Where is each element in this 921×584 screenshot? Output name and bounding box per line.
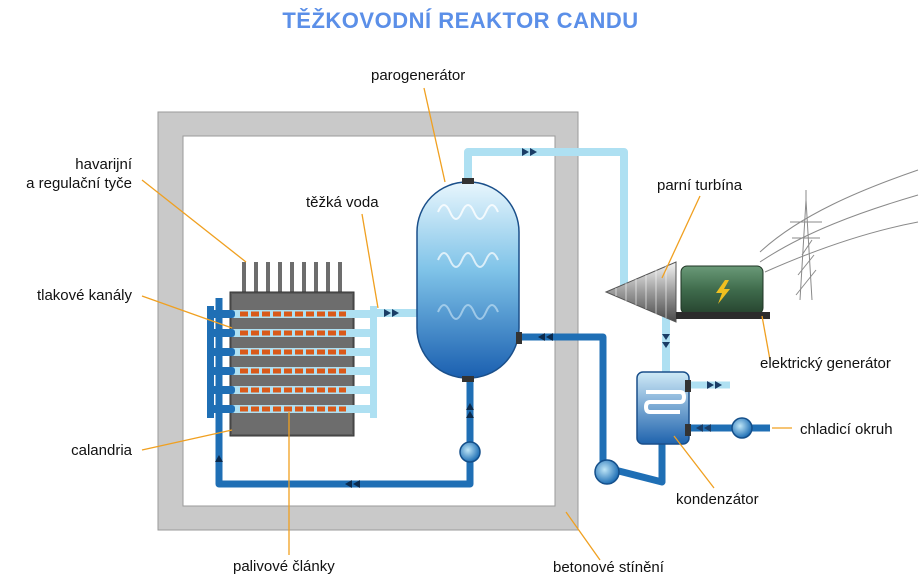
- primary-pump-icon: [459, 441, 481, 463]
- label-tezka-voda: těžká voda: [306, 194, 379, 211]
- diagram-title: TĚŽKOVODNÍ REAKTOR CANDU: [282, 8, 639, 33]
- electric-generator: [676, 265, 770, 319]
- label-parni-turbina: parní turbína: [657, 177, 743, 194]
- steam-generator: [416, 178, 522, 382]
- cooling-pump-icon: [731, 417, 753, 439]
- pressure-tubes: [207, 306, 377, 418]
- leader-lines: [141, 87, 792, 561]
- pressure-tube-row: [207, 310, 377, 318]
- label-tlakove-kanaly: tlakové kanály: [36, 287, 132, 304]
- label-palivove-clanky: palivové články: [233, 558, 335, 575]
- label-betonove-stineni: betonové stínění: [553, 559, 664, 576]
- label-elektricky-generator: elektrický generátor: [760, 355, 891, 372]
- steam-turbine: [604, 261, 677, 323]
- pressure-tube-row: [207, 329, 377, 337]
- flow-arrows: [215, 148, 722, 488]
- condenser: [636, 371, 691, 445]
- feed-pump-icon: [594, 459, 620, 485]
- lightning-bolt-icon: [716, 280, 730, 304]
- label-calandria: calandria: [71, 442, 132, 459]
- pressure-tube-row: [207, 405, 377, 413]
- label-kondenzator: kondenzátor: [676, 491, 759, 508]
- control-rods: [242, 262, 342, 294]
- pressure-tube-row: [207, 386, 377, 394]
- label-regulacni-tyce: a regulační tyče: [26, 175, 132, 192]
- label-parogenerator: parogenerátor: [371, 67, 466, 84]
- label-chladici-okruh: chladicí okruh: [800, 421, 893, 438]
- label-havarijni: havarijní: [75, 156, 132, 173]
- power-pylon-icon: [759, 169, 919, 301]
- pressure-tube-row: [207, 348, 377, 356]
- pressure-tube-row: [207, 367, 377, 375]
- steam-pipe: [464, 148, 670, 372]
